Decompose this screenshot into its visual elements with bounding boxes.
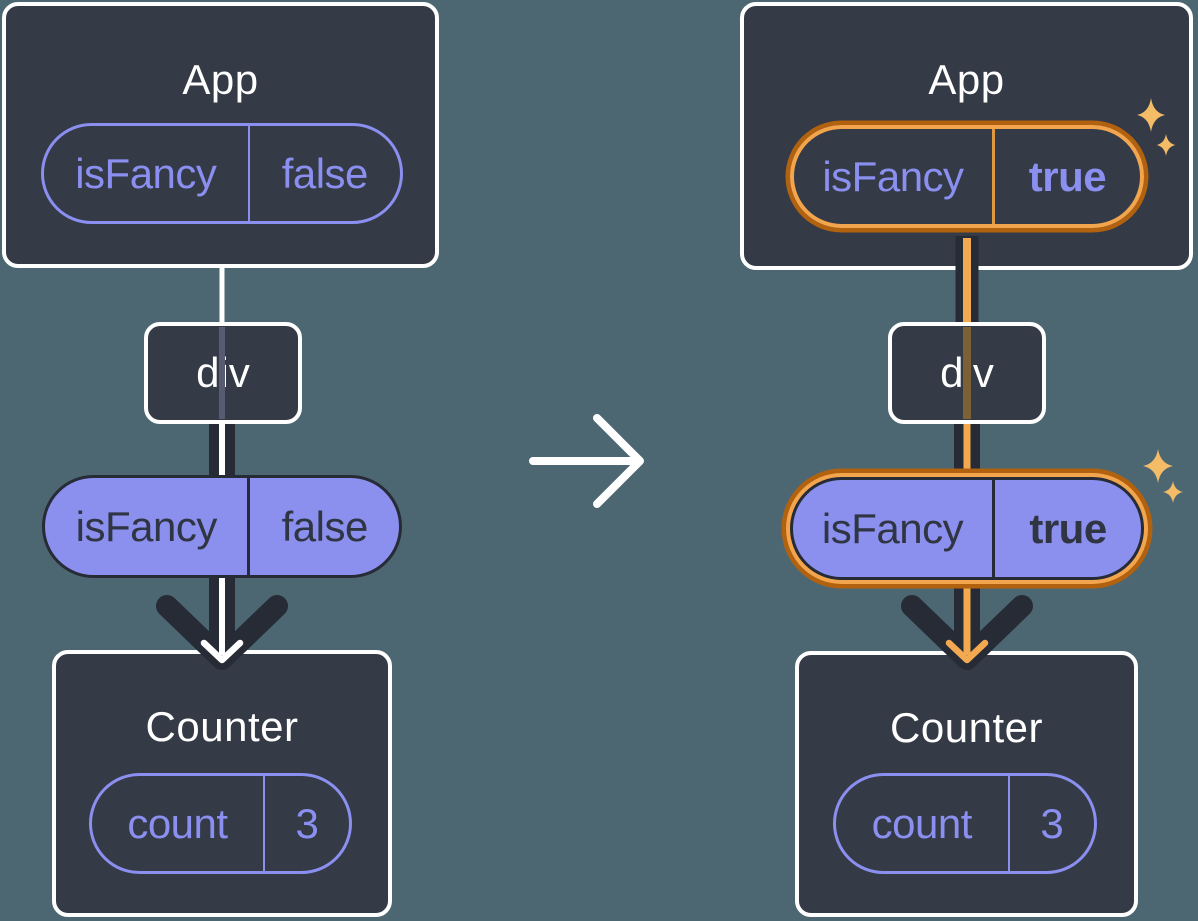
state-value: true bbox=[991, 129, 1140, 224]
app-title: App bbox=[182, 56, 259, 103]
state-pill-counter-after: count 3 bbox=[833, 773, 1097, 874]
counter-title: Counter bbox=[890, 704, 1043, 751]
state-pill-counter-before: count 3 bbox=[89, 773, 352, 874]
div-node-box-before: div bbox=[144, 322, 302, 424]
div-label: div bbox=[940, 349, 994, 396]
state-value: 3 bbox=[262, 776, 349, 871]
div-label: div bbox=[196, 349, 250, 396]
prop-pill-passed-after: isFancy true bbox=[790, 477, 1144, 580]
state-value: false bbox=[247, 126, 400, 221]
prop-name: isFancy bbox=[75, 502, 218, 550]
counter-title: Counter bbox=[145, 703, 299, 750]
state-name: count bbox=[871, 799, 973, 847]
state-pill-app-before: isFancy false bbox=[41, 123, 403, 224]
prop-name: isFancy bbox=[821, 504, 964, 552]
state-name: isFancy bbox=[822, 152, 964, 200]
app-title: App bbox=[928, 56, 1005, 103]
sparkle-icon bbox=[1163, 481, 1183, 503]
state-pill-app-after: isFancy true bbox=[790, 125, 1144, 228]
state-name: isFancy bbox=[75, 149, 217, 197]
div-node-box-after: div bbox=[888, 322, 1046, 424]
prop-pill-passed-before: isFancy false bbox=[42, 475, 402, 578]
arrow-right-icon bbox=[529, 414, 644, 508]
prop-value: false bbox=[247, 478, 399, 575]
state-value: 3 bbox=[1007, 776, 1094, 871]
state-name: count bbox=[127, 799, 228, 847]
prop-value: true bbox=[992, 480, 1141, 577]
sparkle-icon bbox=[1143, 449, 1173, 483]
